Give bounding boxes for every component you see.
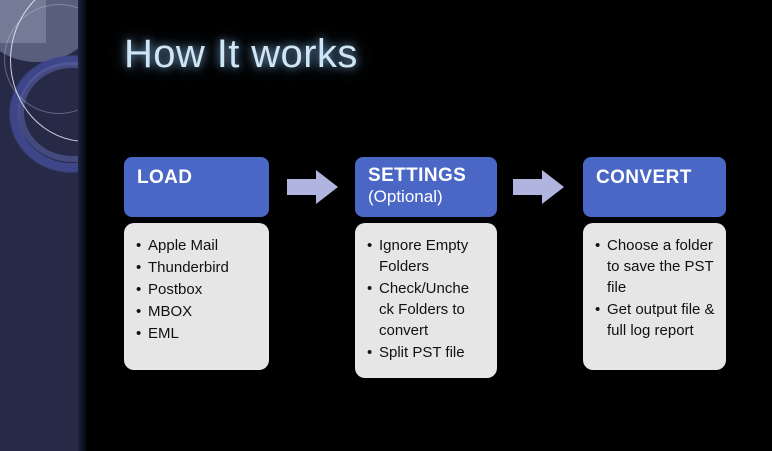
list-item-label: MBOX — [148, 303, 193, 320]
page-title: How It works — [124, 32, 358, 76]
decorative-sidebar — [0, 0, 86, 451]
bullet-icon: • — [136, 325, 142, 342]
step-list-load: •Apple Mail •Thunderbird •Postbox •MBOX … — [132, 235, 259, 344]
flow-step-settings: SETTINGS (Optional) • Ignore Empty Folder… — [355, 157, 497, 378]
list-item-label: Get output file & full log report — [607, 301, 715, 339]
step-header-convert[interactable]: CONVERT — [583, 157, 726, 217]
step-body-settings: • Ignore Empty Folders • Check/Unche ck Fo… — [355, 223, 497, 378]
step-list-settings: • Ignore Empty Folders • Check/Unche ck Fo… — [363, 235, 487, 363]
arrow-right-icon — [513, 170, 565, 204]
process-flow: LOAD • Apple Mail • Thunderbird • Postbox •… — [124, 157, 734, 378]
list-item-label: EML — [148, 325, 179, 342]
bullet-icon: • — [136, 303, 142, 320]
bullet-icon: • — [367, 280, 373, 297]
step-list-convert: • Choose a folder to save the PST file • G… — [591, 235, 716, 341]
list-item: • Ignore Empty Folders — [363, 235, 487, 277]
list-item-label: Split PST file — [379, 344, 465, 361]
list-item: • EML — [132, 323, 259, 344]
step-body-load: •Apple Mail •Thunderbird •Postbox •MBOX … — [124, 223, 269, 370]
list-item: • Thunderbird — [132, 257, 259, 278]
list-item-label: Ignore Empty Folders — [379, 237, 469, 275]
list-item: • Apple Mail — [132, 235, 259, 256]
step-header-settings[interactable]: SETTINGS (Optional) — [355, 157, 497, 217]
step-header-load[interactable]: LOAD — [124, 157, 269, 217]
step-header-load-title: LOAD — [137, 167, 193, 188]
bullet-icon: • — [595, 237, 601, 254]
list-item: • Choose a folder to save the PST file — [591, 235, 716, 298]
list-item-label: Check/Unche ck Folders to convert — [379, 280, 470, 339]
bullet-icon: • — [136, 281, 142, 298]
list-item: • MBOX — [132, 301, 259, 322]
list-item-label: Choose a folder to save the PST file — [607, 237, 714, 296]
list-item: • Get output file & full log report — [591, 299, 716, 341]
list-item-label: Thunderbird — [148, 259, 229, 276]
bullet-icon: • — [595, 301, 601, 318]
arrow-right-icon — [287, 170, 339, 204]
list-item-label: Apple Mail — [148, 237, 219, 254]
sidebar-edge-gradient — [78, 0, 86, 451]
bullet-icon: • — [136, 259, 142, 276]
bullet-icon: • — [136, 237, 142, 254]
bullet-icon: • — [367, 237, 373, 254]
step-body-convert: • Choose a folder to save the PST file • G… — [583, 223, 726, 370]
step-header-settings-subtitle: (Optional) — [368, 187, 443, 206]
bullet-icon: • — [367, 344, 373, 361]
flow-step-convert: CONVERT • Choose a folder to save the PST… — [583, 157, 726, 370]
list-item: • Postbox — [132, 279, 259, 300]
flow-step-load: LOAD • Apple Mail • Thunderbird • Postbox •… — [124, 157, 269, 370]
step-header-settings-title: SETTINGS — [368, 165, 467, 186]
list-item: • Split PST file — [363, 342, 487, 363]
list-item: • Check/Unche ck Folders to convert — [363, 278, 487, 341]
step-header-convert-title: CONVERT — [596, 167, 692, 188]
list-item-label: Postbox — [148, 281, 203, 298]
